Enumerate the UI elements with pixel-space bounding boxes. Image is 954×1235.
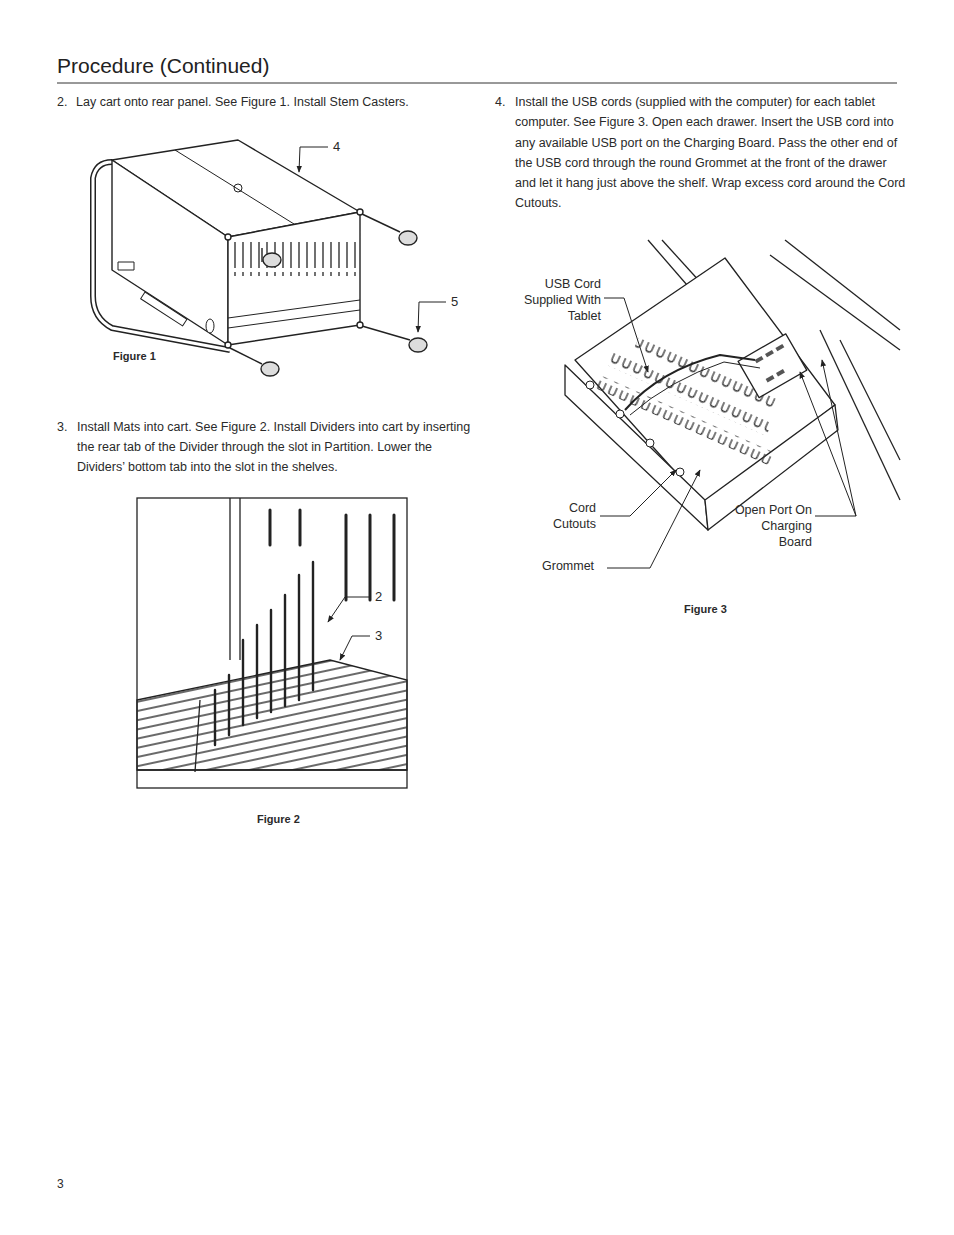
step-number: 2. (57, 92, 77, 112)
callout-number: 3 (375, 627, 389, 645)
divider-figure (137, 498, 407, 788)
figure-caption: Figure 3 (684, 601, 754, 617)
figure-caption: Figure 2 (257, 811, 327, 827)
callout-number: 2 (375, 588, 389, 606)
cart-figure (93, 140, 427, 376)
leader-lines (299, 147, 446, 332)
step-text: Lay cart onto rear panel. See Figure 1. … (76, 92, 476, 112)
step-number: 3. (57, 417, 77, 437)
page-number: 3 (57, 1176, 77, 1192)
part-label: Open Port On Charging Board (726, 502, 812, 550)
part-label: USB Cord Supplied With Tablet (509, 276, 601, 324)
leader-lines (328, 597, 370, 660)
drawer-figure (565, 240, 900, 530)
step-number: 4. (495, 92, 515, 112)
title-rule (57, 83, 897, 84)
step-text: Install the USB cords (supplied with the… (515, 92, 907, 214)
step-text: Install Mats into cart. See Figure 2. In… (77, 417, 472, 477)
part-label: Grommet (542, 558, 606, 574)
callout-number: 5 (451, 293, 465, 311)
leader-lines (600, 298, 856, 568)
figure-caption: Figure 1 (113, 348, 183, 364)
part-label: Cord Cutouts (530, 500, 596, 532)
page-title: Procedure (Continued) (57, 52, 269, 80)
callout-number: 4 (333, 138, 347, 156)
